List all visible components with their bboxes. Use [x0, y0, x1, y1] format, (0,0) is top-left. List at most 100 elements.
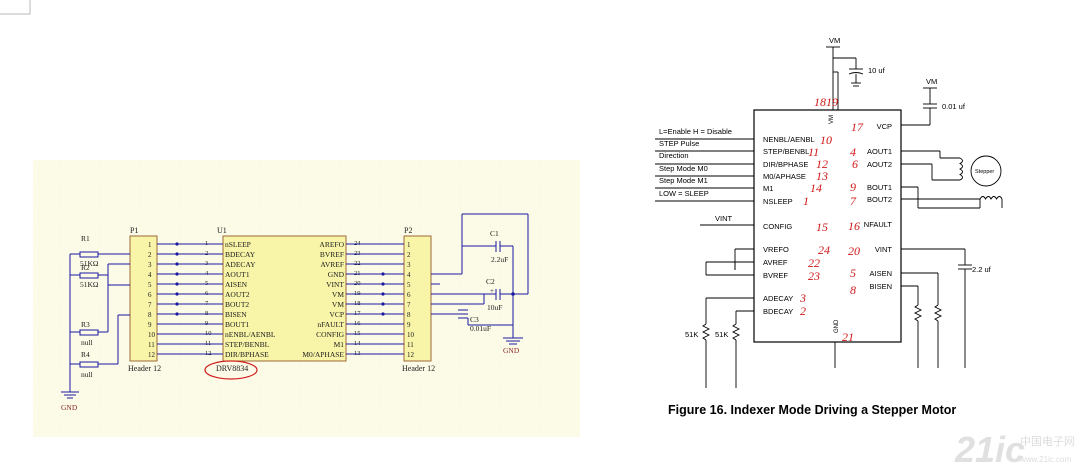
- u1-left-pin-name: AOUT2: [225, 290, 250, 299]
- u1-right-pin-number: 13: [354, 350, 361, 357]
- figure-caption: Figure 16. Indexer Mode Driving a Steppe…: [668, 403, 956, 417]
- drv-chip-body: [753, 109, 902, 343]
- p2-pin-number: 5: [407, 281, 411, 289]
- chip-left-pin-name: VREFO: [763, 245, 789, 254]
- watermark-cn: 中国电子网: [1020, 435, 1075, 448]
- u1-left-pin-name: STEP/BENBL: [225, 340, 270, 349]
- signal-label: LOW = SLEEP: [659, 189, 709, 198]
- chip-right-pins: VCPAOUT1AOUT2BOUT1BOUT2NFAULTVINTAISENBI…: [864, 122, 893, 291]
- u1-left-pin-number: 4: [205, 270, 209, 277]
- u1-left-pin-name: ADECAY: [225, 260, 256, 269]
- r2-value: 51KΩ: [80, 280, 99, 289]
- cap-10uf-label: 10 uf: [868, 66, 886, 75]
- p1-body: [129, 235, 158, 362]
- pin-annotation: 1: [803, 194, 809, 208]
- chip-right-pin-name: AISEN: [869, 269, 892, 278]
- vm-top-label: VM: [829, 36, 840, 45]
- c2-plus: +: [490, 287, 494, 295]
- p2-body: [403, 235, 432, 362]
- signal-label: Step Mode M0: [659, 164, 708, 173]
- pin-annotation: 2: [800, 304, 806, 318]
- chip-left-pin-name: AVREF: [763, 258, 788, 267]
- p1-pin-number: 8: [148, 311, 152, 319]
- r3-ref: R3: [81, 320, 90, 329]
- r3-value: null: [81, 338, 93, 347]
- u1-left-pin-number: 2: [205, 250, 208, 257]
- pin-annotation: 12: [816, 157, 828, 171]
- chip-vm-label: VM: [829, 115, 835, 124]
- vm-right-label: VM: [926, 77, 937, 86]
- u1-right-pin-name: BVREF: [320, 250, 344, 259]
- p1-pin-number: 5: [148, 281, 152, 289]
- u1-left-pin-number: 5: [205, 280, 208, 287]
- r1-value: 51KΩ: [80, 259, 99, 268]
- u1-left-pin-name: nSLEEP: [225, 240, 251, 249]
- chip-right-pin-name: AOUT2: [867, 160, 892, 169]
- u1-right-pin-name: AREFO: [319, 240, 344, 249]
- u1-left-pin-number: 12: [205, 350, 212, 357]
- pin-annotation: 18: [814, 95, 826, 109]
- r2-ref: R2: [81, 263, 90, 272]
- pin-annotation: 20: [848, 244, 860, 258]
- u1-left-pin-name: AISEN: [225, 280, 248, 289]
- c2-value: 10uF: [487, 303, 502, 312]
- u1-part-highlight: [204, 360, 258, 380]
- watermark: 21ic 中国电子网 www.21ic.com: [954, 429, 1075, 470]
- chip-right-pin-name: VCP: [877, 122, 892, 131]
- p2-pin-number: 7: [407, 301, 411, 309]
- vcp-wiring: [901, 87, 937, 126]
- watermark-url: www.21ic.com: [1019, 455, 1071, 464]
- u1-left-pin-name: nENBL/AENBL: [225, 330, 276, 339]
- u1-left-pin-number: 10: [205, 330, 212, 337]
- chip-left-pin-name: DIR/BPHASE: [763, 160, 808, 169]
- u1-right-pin-number: 18: [354, 300, 361, 307]
- pin-annotation: 6: [852, 157, 858, 171]
- p1-pin-number: 4: [148, 271, 152, 279]
- pin-annotation: 10: [820, 133, 832, 147]
- p2-footer: Header 12: [402, 364, 435, 373]
- pin-wires: [157, 242, 404, 355]
- p1-pin-number: 10: [148, 331, 156, 339]
- pin-annotation: 23: [808, 269, 820, 283]
- u1-right-pin-name: M0/APHASE: [302, 350, 344, 359]
- u1-left-pin-number: 11: [205, 340, 211, 347]
- chip-left-pins: NENBL/AENBLSTEP/BENBLDIR/BPHASEM0/APHASE…: [763, 135, 815, 316]
- p2-pin-number: 3: [407, 261, 411, 269]
- pin-annotation: 8: [850, 283, 856, 297]
- r4-ref: R4: [81, 350, 90, 359]
- resistor-wiring: [69, 253, 130, 392]
- p1-pin-number: 11: [148, 341, 155, 349]
- signal-label: Step Mode M1: [659, 176, 708, 185]
- chip-right-pin-name: NFAULT: [864, 220, 893, 229]
- cap-22uf-label: 2.2 uf: [972, 265, 992, 274]
- u1-left-pin-number: 9: [205, 320, 208, 327]
- u1-left-pin-name: BDECAY: [225, 250, 256, 259]
- pin-annotation: 16: [848, 219, 860, 233]
- chip-left-pin-name: BDECAY: [763, 307, 793, 316]
- u1-right-pin-number: 23: [354, 250, 361, 257]
- u1-left-pin-name: AOUT1: [225, 270, 250, 279]
- pin-annotation: 24: [818, 243, 830, 257]
- u1-right-pin-number: 21: [354, 270, 361, 277]
- gnd-symbol-right: [503, 337, 523, 345]
- chip-left-pin-name: CONFIG: [763, 222, 792, 231]
- p2-pin-number: 12: [407, 351, 415, 359]
- p1-pin-number: 1: [148, 241, 152, 249]
- chip-right-pin-name: BOUT1: [867, 183, 892, 192]
- chip-right-pin-name: AOUT1: [867, 147, 892, 156]
- c3-ref: C3: [470, 315, 479, 324]
- r51k-b-label: 51K: [715, 330, 728, 339]
- pin-annotation: 19: [826, 95, 838, 109]
- u1-right-pin-name: VM: [332, 300, 344, 309]
- p2-pin-number: 10: [407, 331, 415, 339]
- p1-pin-number: 12: [148, 351, 156, 359]
- p1-pin-number: 2: [148, 251, 152, 259]
- u1-left-pin-name: BOUT1: [225, 320, 249, 329]
- pin-annotation: 4: [850, 145, 856, 159]
